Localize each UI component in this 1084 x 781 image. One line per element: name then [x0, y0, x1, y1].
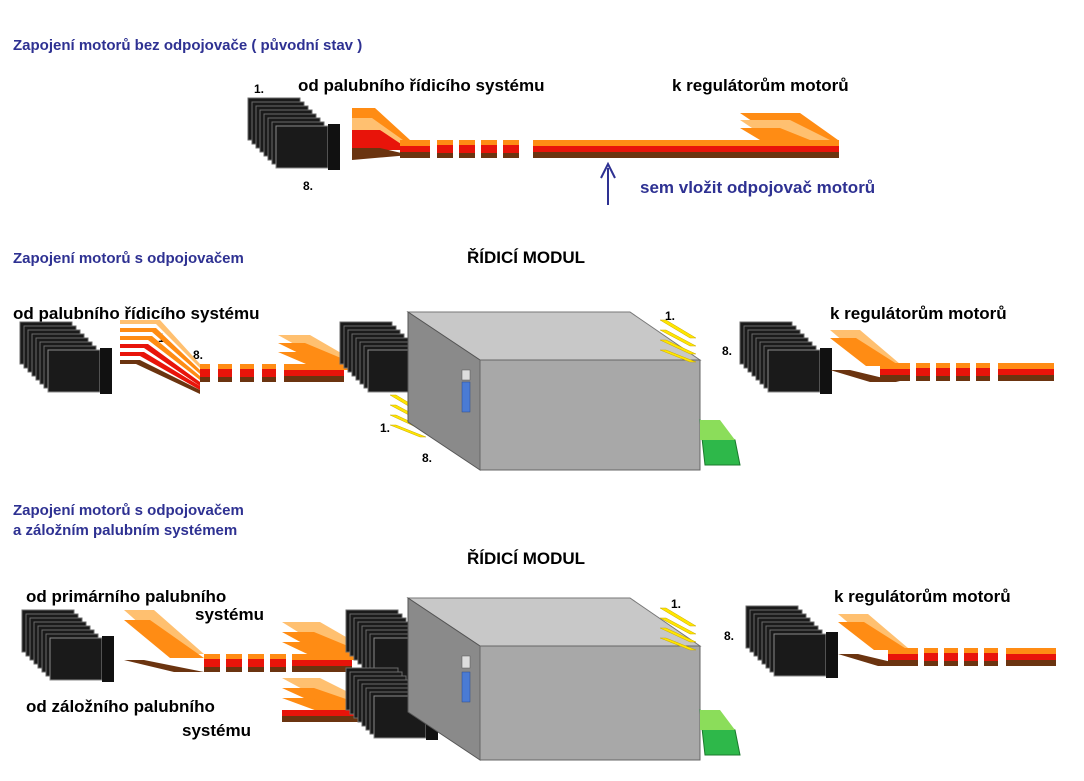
ribbon-cable-dashed [888, 648, 1056, 666]
pin-number-first: 1. [671, 597, 681, 611]
insert-note: sem vložit odpojovač motorů [640, 178, 875, 197]
section1-heading: Zapojení motorů bez odpojovače ( původní… [13, 37, 362, 54]
module-title: ŘÍDICÍ MODUL [467, 248, 585, 267]
section-with-backup: Zapojení motorů s odpojovačem a záložním… [13, 502, 1056, 761]
ribbon-cable-dashed [880, 363, 1054, 381]
backup-label-line1: od záložního palubního [26, 697, 215, 716]
pin-number-last: 8. [724, 629, 734, 643]
ribbon-fan-out [124, 610, 204, 672]
target-connector-stack [745, 605, 839, 679]
source-label: od palubního řídicího systému [13, 304, 260, 323]
target-label: k regulátorům motorů [834, 587, 1011, 606]
section-with-module: Zapojení motorů s odpojovačem ŘÍDICÍ MOD… [13, 248, 1054, 471]
source-connector-stack [19, 321, 113, 395]
primary-connector-stack [21, 609, 115, 683]
pin-number-first: 1. [665, 309, 675, 323]
section3-heading-line1: Zapojení motorů s odpojovačem [13, 502, 244, 519]
pin-number-last: 8. [303, 179, 313, 193]
pin-number-last: 8. [422, 451, 432, 465]
target-label: k regulátorům motorů [672, 76, 849, 95]
primary-label-line1: od primárního palubního [26, 587, 226, 606]
ribbon-cable-main [400, 140, 839, 158]
source-connector-stack [247, 97, 341, 171]
primary-label-line2: systému [195, 605, 264, 624]
backup-label-line2: systému [182, 721, 251, 740]
green-tab [699, 419, 741, 466]
control-module-box [406, 311, 702, 471]
ribbon-fan-in [352, 108, 410, 160]
target-label: k regulátorům motorů [830, 304, 1007, 323]
section2-heading: Zapojení motorů s odpojovačem [13, 250, 244, 267]
pin-number-first: 1. [254, 82, 264, 96]
source-label: od palubního řídicího systému [298, 76, 545, 95]
section-original: Zapojení motorů bez odpojovače ( původní… [13, 37, 875, 205]
green-tab [699, 709, 741, 756]
ribbon-fan-out [740, 113, 838, 140]
pin-number-first: 1. [380, 421, 390, 435]
control-module-box [406, 597, 702, 761]
module-title: ŘÍDICÍ MODUL [467, 549, 585, 568]
section3-heading-line2: a záložním palubním systémem [13, 522, 237, 539]
up-arrow-icon [600, 161, 616, 205]
pin-number-last: 8. [193, 348, 203, 362]
target-connector-stack [739, 321, 833, 395]
pin-number-last: 8. [722, 344, 732, 358]
